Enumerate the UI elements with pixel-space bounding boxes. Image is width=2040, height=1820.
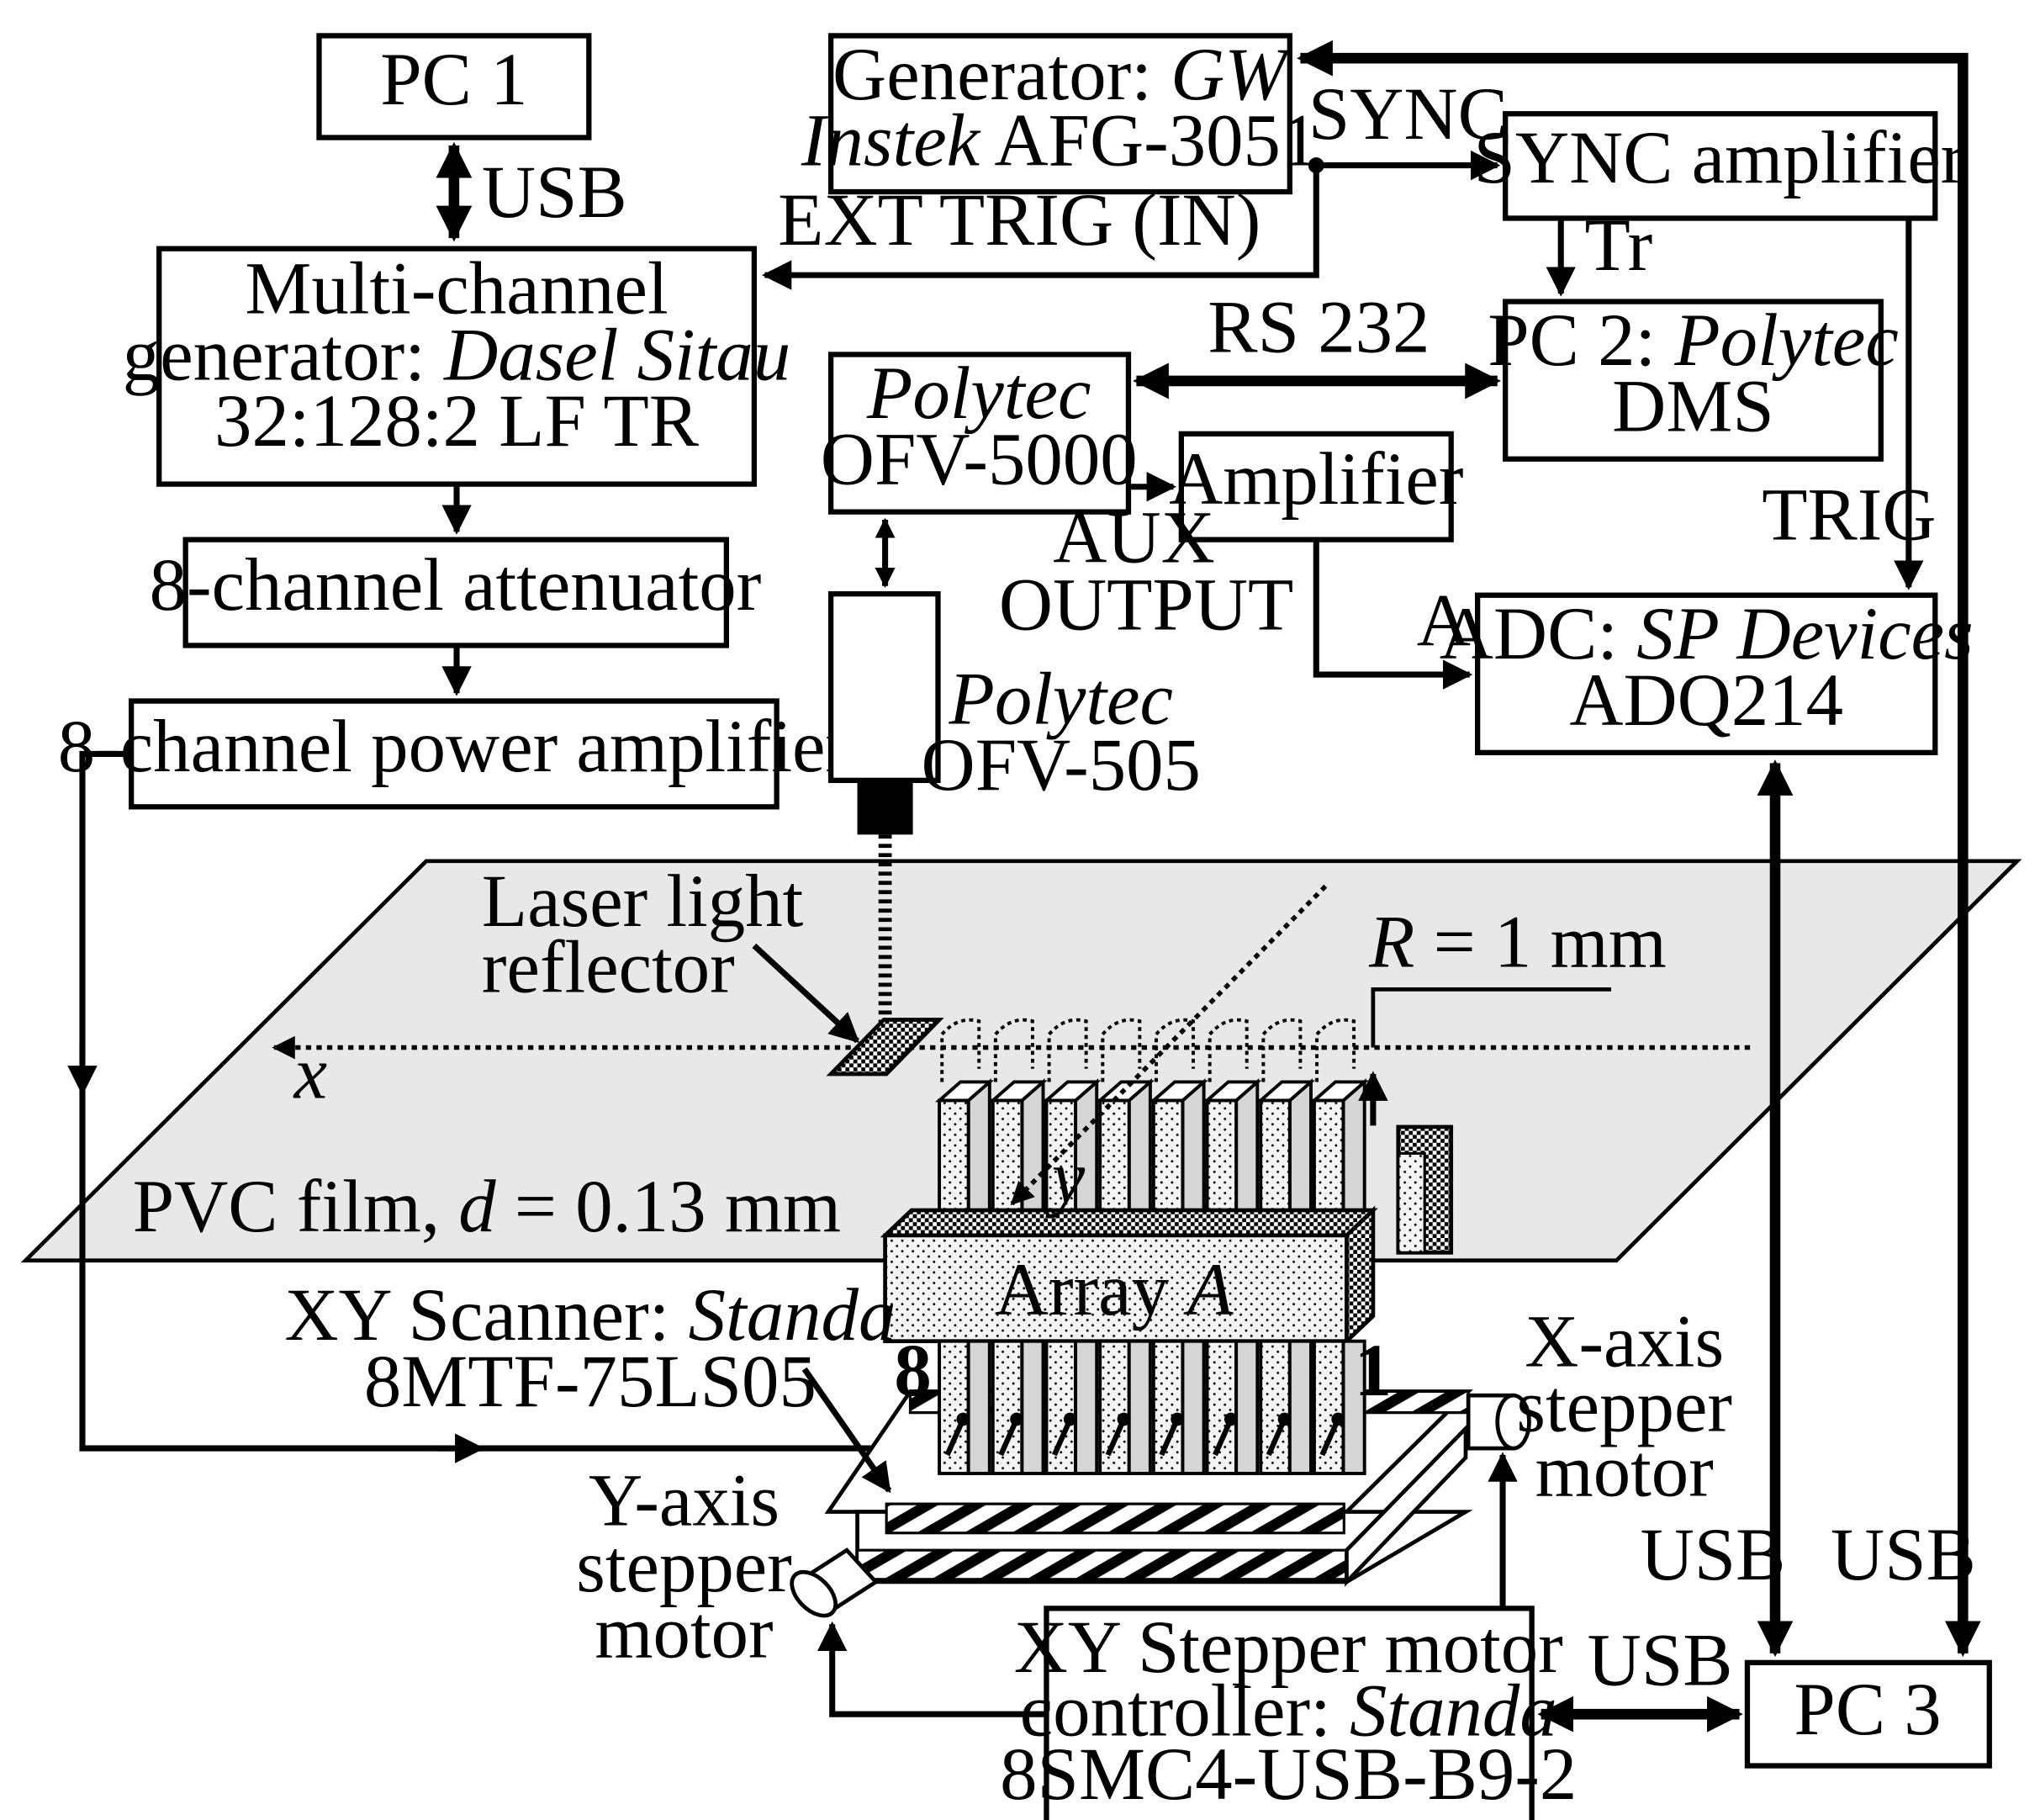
y-motor-label-2: stepper: [576, 1526, 792, 1608]
aux-output-label: AUX: [1053, 496, 1214, 579]
x-motor-label-3: motor: [1535, 1431, 1714, 1513]
laser-reflector-label: Laser light: [482, 860, 804, 943]
channel-last-label: 8: [894, 1330, 931, 1412]
usb-label-right: USB: [1831, 1514, 1976, 1596]
x-rail: [885, 1502, 1345, 1535]
y-motor-label-3: motor: [595, 1592, 773, 1675]
ofv505-model: OFV-505: [922, 724, 1201, 807]
y-rail: [855, 1548, 1349, 1581]
x-motor-label: X-axis: [1525, 1301, 1724, 1384]
y-motor-label: Y-axis: [589, 1459, 780, 1542]
usb-label-left: USB: [1641, 1514, 1786, 1596]
array-element: [1255, 1018, 1316, 1212]
trig-label: TRIG: [1762, 474, 1936, 557]
multichannel-generator-model: 32:128:2 LF TR: [214, 380, 700, 463]
pc1-usb-label: USB: [482, 151, 627, 234]
motor-controller-model: 8SMC4-USB-B9-2: [1000, 1733, 1577, 1816]
generator-label-2: Instek AFG-3051: [801, 100, 1318, 183]
motor-controller-label-2: controller: Standa: [1020, 1669, 1557, 1752]
xy-scanner-model: 8MTF-75LS05: [364, 1341, 817, 1423]
power-amp-to-array: [79, 750, 922, 1452]
aux-output-label-2: OUTPUT: [999, 564, 1293, 647]
usb-label-bottom: USB: [1588, 1620, 1733, 1702]
pc2-label-2: DMS: [1612, 366, 1774, 448]
array-element-leg: [1151, 1339, 1206, 1475]
x-axis-label: x: [293, 1032, 327, 1114]
xy-scanner-label: XY Scanner: Standa: [284, 1274, 896, 1357]
pc3-generator-usb-link: [1297, 40, 1981, 1658]
x-motor-label-2: stepper: [1516, 1366, 1732, 1448]
array-back-block-inner: [1397, 1151, 1426, 1254]
rs232-label: RS 232: [1208, 286, 1430, 368]
tr-label: Tr: [1585, 204, 1653, 287]
ofv5000-model: OFV-5000: [821, 419, 1138, 501]
ofv505-lens: [857, 780, 913, 835]
array-element: [1095, 1018, 1155, 1212]
attenuator-label: 8-channel attenuator: [150, 544, 762, 627]
y-axis-label: y: [1045, 1137, 1086, 1220]
multichannel-generator-label-2: generator: Dasel Sitau: [123, 314, 790, 396]
array-body-front: [883, 1233, 1349, 1344]
pc1-box: [316, 33, 592, 140]
array-element: [988, 1018, 1048, 1212]
radius-leader: [1371, 987, 1611, 1048]
xy-scanner-pointer: [801, 1367, 892, 1494]
reflector-pointer: [752, 943, 860, 1044]
laser-reflector-label-2: reflector: [482, 927, 735, 1009]
array-label: Array A: [995, 1249, 1234, 1331]
array-element: [934, 1018, 995, 1212]
array-element: [1042, 1018, 1102, 1212]
ofv5000-label: Polytec: [866, 352, 1091, 435]
controller-to-y-motor: [817, 1621, 1047, 1717]
array-body-side: [1345, 1205, 1376, 1346]
pc3-box: [1744, 1659, 1992, 1769]
y-axis-line: [1010, 884, 1328, 1206]
sync-amplifier-label: SYNC amplifier: [1474, 117, 1966, 199]
a-label: A: [1417, 579, 1471, 662]
array-element-leg: [1312, 1339, 1366, 1475]
ofv5000-box: [827, 352, 1132, 515]
pc1-label: PC 1: [380, 39, 527, 121]
array-element-leg: [1098, 1339, 1152, 1475]
generator-box: [827, 33, 1292, 195]
laser-reflector: [826, 1018, 944, 1077]
generator-label: Generator: GW: [832, 34, 1292, 116]
multichannel-generator-label: Multi-channel: [245, 248, 668, 331]
pc3-label: PC 3: [1794, 1669, 1941, 1751]
array-element-leg: [1259, 1339, 1313, 1475]
power-amplifier-box: [129, 698, 780, 810]
sync-label: SYNC: [1308, 73, 1508, 156]
channel-first-label: 1: [1355, 1330, 1392, 1412]
array-elements: [934, 1018, 1369, 1212]
array-body-top: [880, 1208, 1378, 1238]
radius-label: R = 1 mm: [1368, 902, 1667, 984]
y-motor-end: [790, 1569, 838, 1618]
ext-trig-label: EXT TRIG (IN): [778, 179, 1260, 262]
array-element-leg: [991, 1339, 1045, 1475]
array-element-leg: [1044, 1339, 1099, 1475]
power-amplifier-label: 8-channel power amplifier: [58, 706, 850, 788]
array-element-leg: [938, 1339, 991, 1475]
array-element-leg: [1205, 1339, 1260, 1475]
x-motor-end: [1495, 1393, 1531, 1451]
array-element: [1309, 1018, 1369, 1212]
attenuator-box: [182, 537, 730, 648]
array-legs: [938, 1339, 1366, 1475]
scanner-right-side: [1345, 1423, 1468, 1587]
adc-model: ADQ214: [1569, 659, 1843, 742]
ofv505-label: Polytec: [949, 658, 1173, 740]
pvc-film-label: PVC film, d = 0.13 mm: [133, 1166, 841, 1248]
